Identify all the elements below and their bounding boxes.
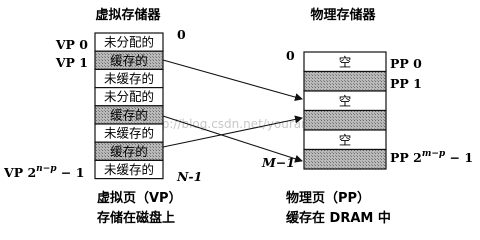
vp-last-label-exponent: n−p: [36, 164, 57, 174]
pp-last-label-suffix: − 1: [445, 150, 473, 165]
virtual-page-cell-label-7: 未缓存的: [104, 162, 154, 177]
physical-page-cell-5: [303, 148, 387, 170]
virtual-page-cell-label-2: 未缓存的: [104, 71, 154, 86]
physical-memory-title: 物理存储器: [310, 7, 376, 23]
virtual-page-cell-label-6: 缓存的: [110, 144, 148, 159]
virtual-memory-title: 虚拟存储器: [95, 7, 161, 23]
pp-last-label: PP 2m−p − 1: [390, 149, 473, 165]
pp1-label: PP 1: [390, 76, 422, 91]
virtual-index-top: 0: [177, 27, 186, 42]
virtual-page-cell-label-1: 缓存的: [110, 53, 148, 68]
virtual-page-cell-label-3: 未分配的: [104, 89, 154, 104]
physical-page-cell-label-2: 空: [339, 93, 352, 108]
vp-last-label: VP 2n−p − 1: [3, 164, 84, 180]
physical-caption-line2: 缓存在 DRAM 中: [286, 210, 391, 226]
virtual-page-cell-7: [94, 159, 164, 180]
vp-last-label-base: VP 2: [3, 165, 36, 180]
virtual-page-cell-label-4: 缓存的: [110, 107, 148, 122]
virtual-index-bottom: N-1: [176, 169, 202, 184]
mapping-arrow-vp1: [162, 59, 303, 101]
mapping-arrow-vp4: [162, 115, 303, 163]
physical-caption-line1: 物理页（PP）: [286, 190, 370, 206]
mapping-arrow-vp6: [162, 115, 303, 148]
physical-index-bottom: M−1: [261, 155, 295, 170]
virtual-page-cell-label-0: 未分配的: [104, 35, 154, 50]
physical-page-cell-3: [303, 109, 387, 131]
virtual-page-cell-label-5: 未缓存的: [104, 126, 154, 141]
physical-index-top: 0: [286, 48, 295, 63]
vp1-label: VP 1: [55, 55, 88, 70]
virtual-caption-line1: 虚拟页（VP）: [97, 190, 182, 206]
physical-page-cell-label-4: 空: [339, 132, 352, 147]
memory-mapping-diagram: http://blog.csdn.net/youran2012 虚拟存储器 0 …: [3, 7, 473, 226]
physical-page-cell-1: [303, 70, 387, 92]
virtual-caption-line2: 存储在磁盘上: [97, 210, 175, 226]
vp-last-label-suffix: − 1: [57, 165, 85, 180]
pp0-label: PP 0: [390, 56, 422, 71]
pp-last-label-base: PP 2: [390, 150, 422, 165]
pp-last-label-exponent: m−p: [422, 149, 446, 159]
physical-page-table: 空空空: [303, 51, 387, 170]
vp0-label: VP 0: [55, 37, 88, 52]
physical-page-cell-label-0: 空: [339, 54, 352, 69]
